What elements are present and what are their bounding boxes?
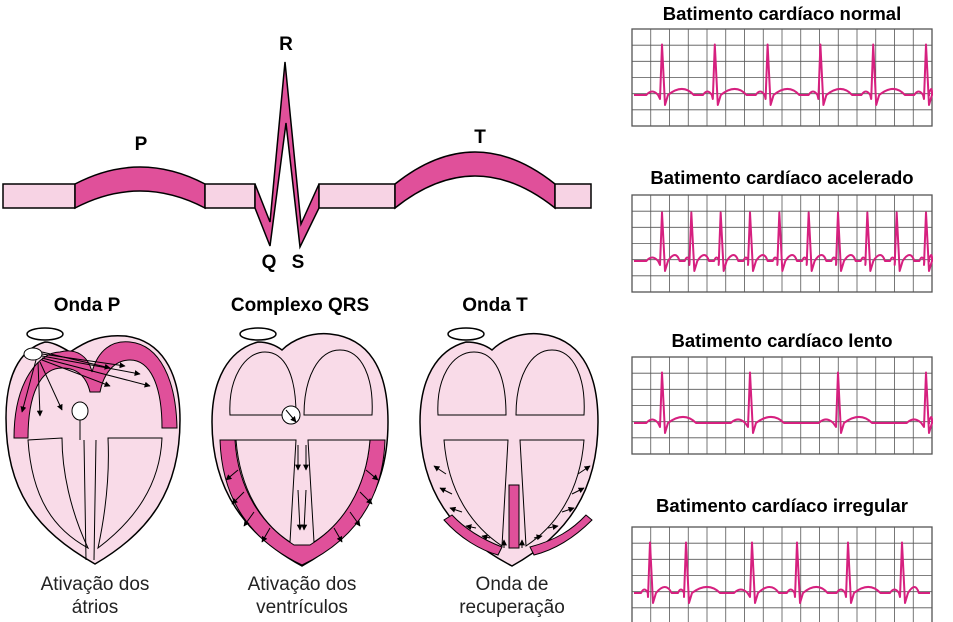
label-s: S: [292, 252, 305, 273]
ecg-waveform: P R Q S T: [2, 34, 592, 273]
heart-caption-t-line1: Onda de: [476, 574, 549, 595]
recovery-band: [443, 484, 593, 556]
left-ventricle-chamber: [27, 437, 90, 550]
ecg-trace: [634, 371, 934, 434]
ecg-strip: Batimento cardíaco normal: [631, 3, 934, 127]
strip-title: Batimento cardíaco normal: [663, 3, 902, 24]
aorta-top: [447, 327, 485, 341]
heart-title-qrs: Complexo QRS: [231, 295, 369, 316]
ecg-strip: Batimento cardíaco lento: [631, 330, 934, 455]
ecg-trace: [634, 211, 934, 272]
av-node: [281, 405, 301, 425]
strip-title: Batimento cardíaco irregular: [656, 495, 908, 516]
heart-title-t: Onda T: [462, 295, 528, 316]
strip-title: Batimento cardíaco acelerado: [650, 167, 913, 188]
atria-activation-band: [13, 341, 178, 439]
baseline-segment-4: [554, 183, 592, 209]
av-node: [71, 401, 89, 421]
conduction-arrows: [225, 409, 379, 543]
heart-caption-qrs-line1: Ativação dos: [248, 574, 357, 595]
ecg-trace: [634, 541, 930, 604]
aorta-top: [239, 327, 277, 341]
right-atrium: [303, 349, 373, 416]
aorta-top: [26, 327, 64, 341]
activation-arrows: [20, 351, 151, 440]
sa-node: [23, 347, 43, 361]
heart-caption-qrs-line2: ventrículos: [256, 597, 348, 618]
label-p: P: [135, 134, 148, 155]
heart-p-wave: Onda P Ativação dos átrios: [5, 295, 181, 618]
ventricle-cavity: [235, 439, 371, 543]
p-wave-band: [74, 166, 206, 210]
ecg-trace: [634, 43, 934, 106]
baseline-segment-3: [318, 183, 396, 209]
septum: [83, 439, 97, 561]
label-t: T: [474, 127, 486, 148]
label-q: Q: [262, 252, 277, 273]
t-wave-band: [394, 151, 556, 210]
right-ventricle-chamber: [97, 437, 163, 550]
recovery-arrows: [433, 465, 591, 548]
left-atrium: [437, 351, 507, 416]
left-atrium: [229, 351, 297, 416]
label-r: R: [279, 34, 293, 55]
strip-title: Batimento cardíaco lento: [671, 330, 892, 351]
heart-t-wave: Onda T Onda de recuperação: [419, 295, 599, 618]
ecg-strip: Batimento cardíaco acelerado: [631, 167, 934, 293]
qrs-complex-band: [254, 61, 320, 250]
heart-caption-p-line2: átrios: [72, 597, 118, 618]
baseline-segment-1: [2, 183, 76, 209]
ecg-strip: Batimento cardíaco irregular: [631, 495, 933, 622]
heart-qrs-complex: Complexo QRS Ativação dos ventrículos: [211, 295, 389, 618]
ventricle-wall: [443, 439, 585, 547]
baseline-segment-2: [204, 183, 256, 209]
right-atrium: [515, 349, 585, 416]
heart-caption-p-line1: Ativação dos: [41, 574, 150, 595]
heart-caption-t-line2: recuperação: [459, 597, 565, 618]
heart-title-p: Onda P: [54, 295, 121, 316]
